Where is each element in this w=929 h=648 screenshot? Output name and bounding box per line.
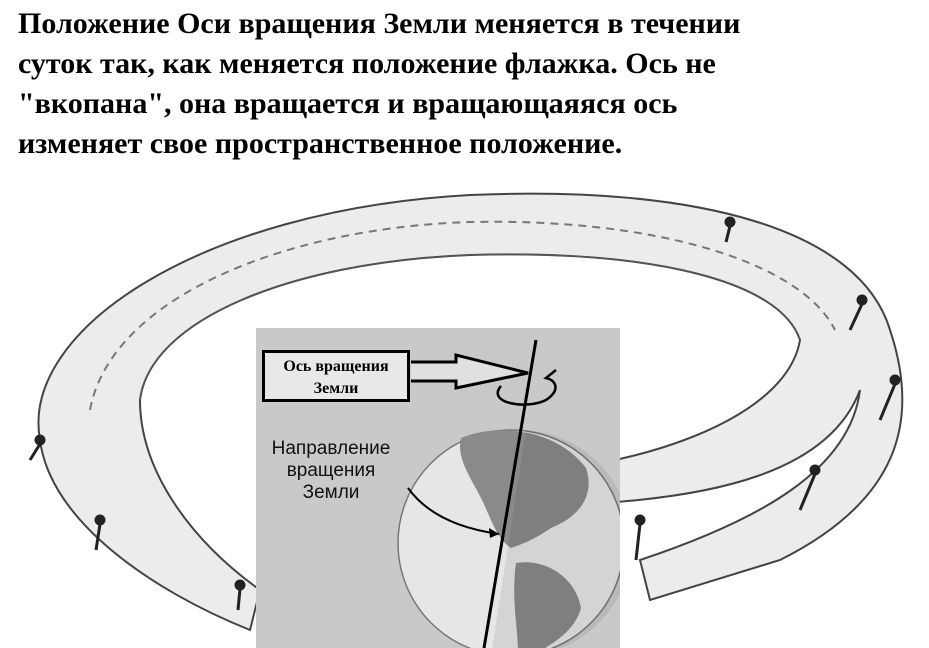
title-line: "вкопана", она вращается и вращающаяяся … [18, 87, 678, 120]
title-text: Положение Оси вращения Земли меняется в … [18, 4, 918, 164]
direction-label-line: вращения [286, 460, 376, 481]
land-south-america [514, 562, 581, 648]
rotation-direction-arrow [407, 487, 500, 535]
title-line: изменяет свое пространственное положение… [18, 127, 623, 160]
band-inner-edge [139, 253, 801, 401]
rotation-axis-line [482, 339, 538, 648]
title-line: суток так, как меняется положение флажка… [18, 47, 716, 80]
axis-label-line: Земли [313, 380, 359, 397]
globe-shadow [492, 430, 620, 648]
axis-pointer-arrow [411, 353, 529, 390]
rotation-circle-arrow-icon [496, 369, 557, 406]
axis-label-line: Ось вращения [283, 358, 389, 375]
band-outer [37, 192, 904, 632]
arrow-head [489, 528, 499, 538]
direction-label-line: Направление [271, 438, 391, 459]
walking-figures [28, 216, 901, 611]
title-line: Положение Оси вращения Земли меняется в … [18, 7, 741, 40]
band-centerline [89, 220, 836, 411]
rotation-direction-label: Направление вращения Земли [256, 438, 406, 504]
globe-drawing [397, 339, 620, 648]
earth-axis-inset: Ось вращения Земли Направление вращения … [256, 328, 620, 648]
land-north-america [460, 430, 589, 548]
axis-label-box: Ось вращения Земли [262, 350, 410, 402]
direction-label-line: Земли [302, 482, 360, 503]
